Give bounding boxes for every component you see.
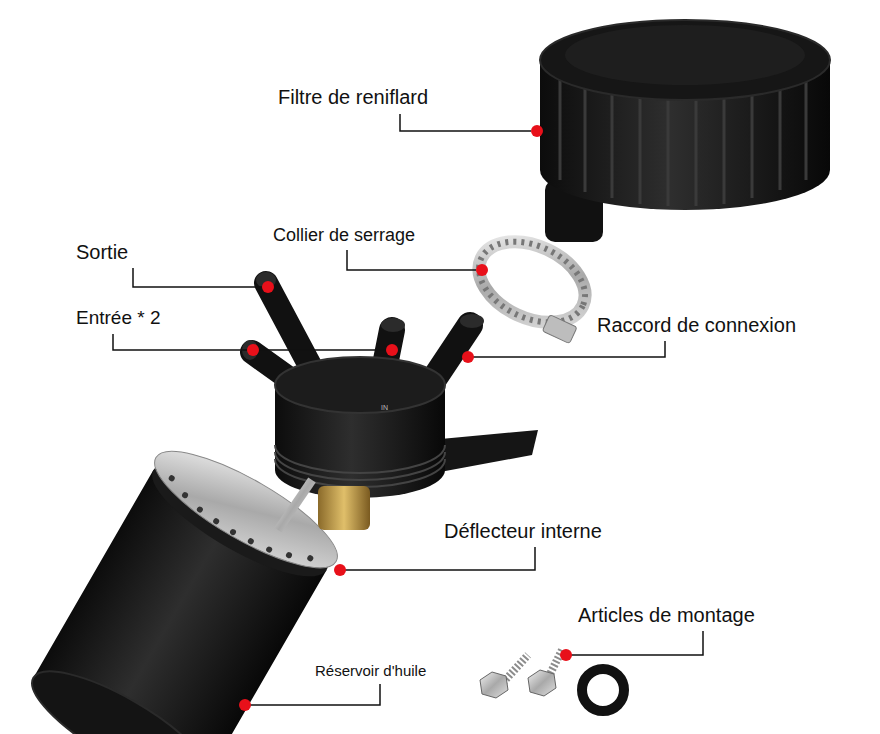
- part-label: Déflecteur interne: [444, 520, 602, 543]
- brass-plug: [318, 486, 370, 530]
- part-label: Filtre de reniflard: [278, 86, 428, 109]
- o-ring: [582, 669, 624, 711]
- baffle-holes: [160, 474, 315, 576]
- separator-head: [275, 357, 538, 498]
- baffle-shaft: [278, 480, 312, 530]
- mount-bracket: [430, 430, 538, 472]
- breather-filter: [540, 20, 830, 242]
- filter-cap: [540, 20, 830, 100]
- part-marking: IN: [381, 404, 388, 412]
- part-label: Sortie: [76, 241, 128, 264]
- part-label: Articles de montage: [578, 604, 755, 627]
- mounting-hardware: [480, 650, 624, 711]
- callout-dots: [239, 125, 572, 711]
- fitting-ends: [242, 272, 484, 360]
- part-label: Entrée * 2: [76, 307, 161, 329]
- part-label: Collier de serrage: [273, 225, 415, 246]
- oil-tank: [15, 432, 351, 734]
- part-label: Raccord de connexion: [597, 314, 796, 337]
- part-label: Réservoir d'huile: [315, 662, 426, 679]
- filter-cap-top: [565, 25, 805, 85]
- hose-clamp: [464, 226, 601, 344]
